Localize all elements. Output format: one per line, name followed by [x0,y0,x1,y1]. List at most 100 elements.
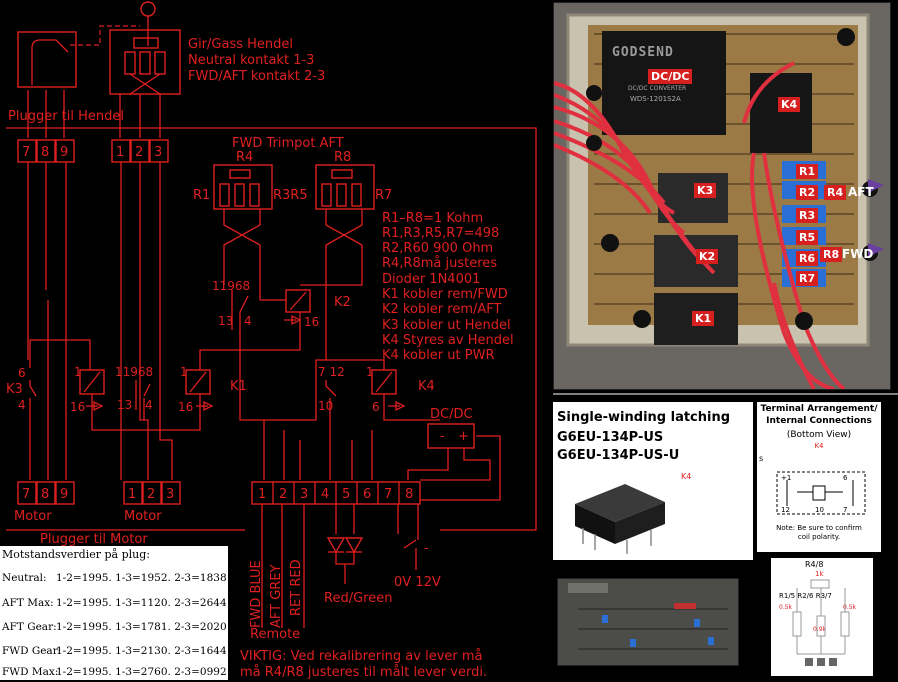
trimpot-right-val: 0.5k [843,604,857,611]
main-connector: 1 2 3 4 5 6 7 8 [251,481,421,505]
lever-title: Gir/Gass Hendel [188,37,293,52]
plug-pin: 8 [41,145,49,160]
terminal-title-1: Terminal Arrangement/ [760,404,878,414]
dcdc-brand: GODSEND [612,45,674,60]
trimpot-schematic: R4/8 1k R1/5 R2/6 R3/7 0.5k 0.5k 0.9k [771,558,873,676]
note-line: K1 kobler rem/FWD [382,287,508,302]
svg-text:1: 1 [180,365,188,379]
pcb-closeup-drawing [558,579,738,665]
table-row: Neutral:1-2=1995. 1-3=1952. 2-3=1838 [2,572,227,584]
svg-text:6: 6 [372,400,380,414]
relay-k4: 7 12 10 1 K4 6 [318,365,435,420]
motor-label-left: Motor [14,509,52,524]
relay-k2: 11968 K2 13 4 16 [212,279,351,360]
resistance-table: Motstandsverdier på plug: Neutral:1-2=19… [0,546,228,680]
warning-line-2: må R4/R8 justeres til målt lever verdi. [240,665,487,680]
relay-k4-tag: K4 [681,472,692,481]
led-red-green: Red/Green [324,591,392,606]
svg-text:7: 7 [384,487,392,502]
photo-k4-label: K4 [778,97,801,112]
note-line: K3 kobler ut Hendel [382,318,511,333]
lever-fwd-aft-note: FWD/AFT kontakt 2-3 [188,69,325,84]
table-row: FWD Gear:1-2=1995. 1-3=2130. 2-3=1644 [2,645,227,657]
relay-k3-label: K3 [6,382,23,397]
svg-text:11968: 11968 [212,279,250,293]
trimpot-panel-drawing [792,579,850,666]
remote-fwd-blue: FWD BLUE [249,560,264,628]
table-row: FWD Max:1-2=1995. 1-3=2760. 2-3=0992 [2,666,227,678]
terminal-note-1: Note: Be sure to confirm [776,524,862,532]
table-row: AFT Gear:1-2=1995. 1-3=1781. 2-3=2020 [2,621,227,633]
plug-pin: 7 [22,145,30,160]
svg-text:8: 8 [41,487,49,502]
relay-model-1: G6EU-134P-US [557,430,664,445]
svg-text:10: 10 [318,399,333,413]
svg-text:4: 4 [18,398,26,412]
svg-text:6: 6 [843,474,848,482]
svg-text:6: 6 [363,487,371,502]
trimpot-r3r5: R3R5 [273,188,308,203]
svg-text:1: 1 [128,487,136,502]
photo-k1-label: K1 [692,311,715,326]
terminal-title-3: (Bottom View) [786,430,852,440]
photo-r1-label: R1 [796,164,819,179]
photo-r6-label: R6 [796,251,819,266]
photo-r7-label: R7 [796,271,819,286]
svg-text:16: 16 [70,400,85,414]
svg-text:1: 1 [366,365,374,379]
resistance-table-title: Motstandsverdier på plug: [2,548,150,561]
component-notes: R1–R8=1 Kohm R1,R3,R5,R7=498 R2,R60 900 … [382,211,514,363]
svg-text:2: 2 [147,487,155,502]
svg-text:10: 10 [815,506,824,514]
svg-text:+: + [458,429,469,444]
photo-aft-label: AFT [848,185,874,199]
note-line: K4 kobler ut PWR [382,348,494,363]
trimpot-r8: R8 [334,150,351,165]
relay-k4-label: K4 [418,379,435,394]
plug-pin: 1 [116,145,124,160]
svg-text:DC/DC: DC/DC [430,407,473,422]
svg-text:9: 9 [60,487,68,502]
trimpot-panel-labels: R1/5 R2/6 R3/7 [779,592,832,600]
plug-pin: 2 [135,145,143,160]
note-line: K2 kobler rem/AFT [382,302,502,317]
photo-r8-label: R8 [820,247,843,262]
plug-789: 7 8 9 [17,139,75,163]
svg-text:13: 13 [117,398,132,412]
trimpot-r4: R4 [236,150,253,165]
svg-text:7: 7 [22,487,30,502]
svg-text:5: 5 [342,487,350,502]
trimpot-panel-title: R4/8 [805,560,824,569]
photo-k2-label: K2 [696,249,719,264]
motor-plug-789: 7 8 9 [17,481,75,505]
photo-fwd-label: FWD [842,247,874,261]
svg-text:16: 16 [178,400,193,414]
svg-text:7 12: 7 12 [318,365,345,379]
svg-text:3: 3 [300,487,308,502]
photo-k3-label: K3 [694,183,717,198]
table-row: AFT Max:1-2=1995. 1-3=1120. 2-3=2644 [2,597,227,609]
remote-aft-grey: AFT GREY [269,564,284,628]
photo-r3-label: R3 [796,208,819,223]
relay-k2-label: K2 [334,295,351,310]
relay-k1: 11968 13 4 1 K1 16 [115,365,247,420]
note-line: K4 Styres av Hendel [382,333,514,348]
relay-photo [575,484,665,554]
photo-r4-label: R4 [824,185,847,200]
svg-text:4: 4 [321,487,329,502]
note-line: R1–R8=1 Kohm [382,211,483,226]
remote-ret-red: RET RED [289,559,304,616]
motor-plug-123: 1 2 3 [123,481,181,505]
note-line: R2,R60 900 Ohm [382,241,493,256]
plug-pin: 9 [60,145,68,160]
plug-123: 1 2 3 [111,139,169,163]
svg-text:1: 1 [258,487,266,502]
note-line: R1,R3,R5,R7=498 [382,226,499,241]
terminal-s-mark: s [759,454,764,463]
relay-datasheet: Single-winding latching G6EU-134P-US G6E… [553,402,753,560]
svg-text:6: 6 [18,366,26,380]
svg-text:16: 16 [304,315,319,329]
svg-text:13: 13 [218,314,233,328]
